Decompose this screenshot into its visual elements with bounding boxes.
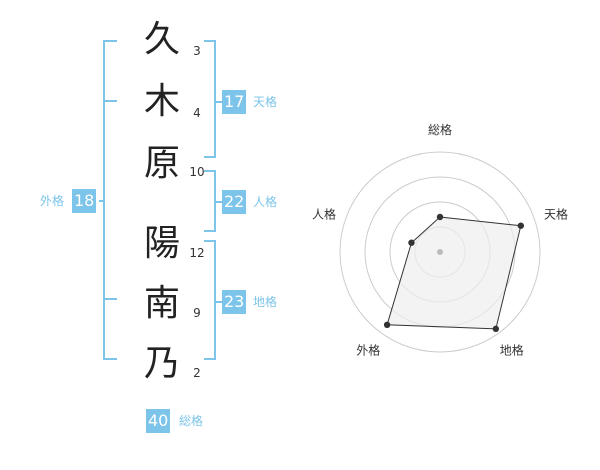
name-char-5: 南 — [143, 283, 180, 324]
name-char-4: 陽 — [143, 223, 180, 264]
soukaku-score: 40 — [146, 409, 171, 433]
tenkaku-score: 17 — [222, 90, 247, 114]
tenkaku-label: 天格 — [253, 95, 278, 109]
name-char-6: 乃 — [143, 343, 180, 384]
name-char-3: 原 — [143, 143, 180, 184]
name-char-1: 久 — [143, 19, 180, 60]
jinkaku-score: 22 — [222, 190, 247, 214]
jinkaku-label: 人格 — [253, 195, 278, 209]
radar-polygon — [386, 216, 522, 330]
name-char-2: 木 — [143, 81, 180, 122]
radar-axis-label-2: 天格 — [544, 206, 568, 221]
radar-point-5 — [408, 239, 415, 246]
stroke-count-4: 12 — [189, 246, 205, 260]
radar-point-3 — [492, 325, 500, 333]
radar-axis-label-4: 外格 — [356, 343, 380, 358]
stroke-count-2: 4 — [193, 106, 201, 120]
gaikaku-score: 18 — [72, 189, 97, 213]
radar-points — [383, 213, 525, 333]
radar-ring — [339, 151, 541, 353]
soukaku-label: 総格 — [179, 414, 204, 428]
radar-point-4 — [383, 321, 391, 329]
radar-center-dot — [437, 249, 443, 255]
stroke-count-6: 2 — [193, 366, 201, 380]
chikaku-score: 23 — [222, 290, 247, 314]
radar-axis-label-3: 地格 — [500, 343, 524, 358]
gaikaku-label: 外格 — [40, 194, 65, 208]
stroke-count-5: 9 — [193, 306, 201, 320]
radar-point-2 — [517, 222, 525, 229]
chikaku-label: 地格 — [253, 295, 278, 309]
stroke-count-3: 10 — [189, 165, 205, 179]
radar-axis-label-1: 総格 — [428, 122, 452, 137]
radar-point-1 — [436, 213, 444, 221]
stroke-count-1: 3 — [193, 44, 201, 58]
radar-axis-label-5: 人格 — [312, 206, 336, 221]
